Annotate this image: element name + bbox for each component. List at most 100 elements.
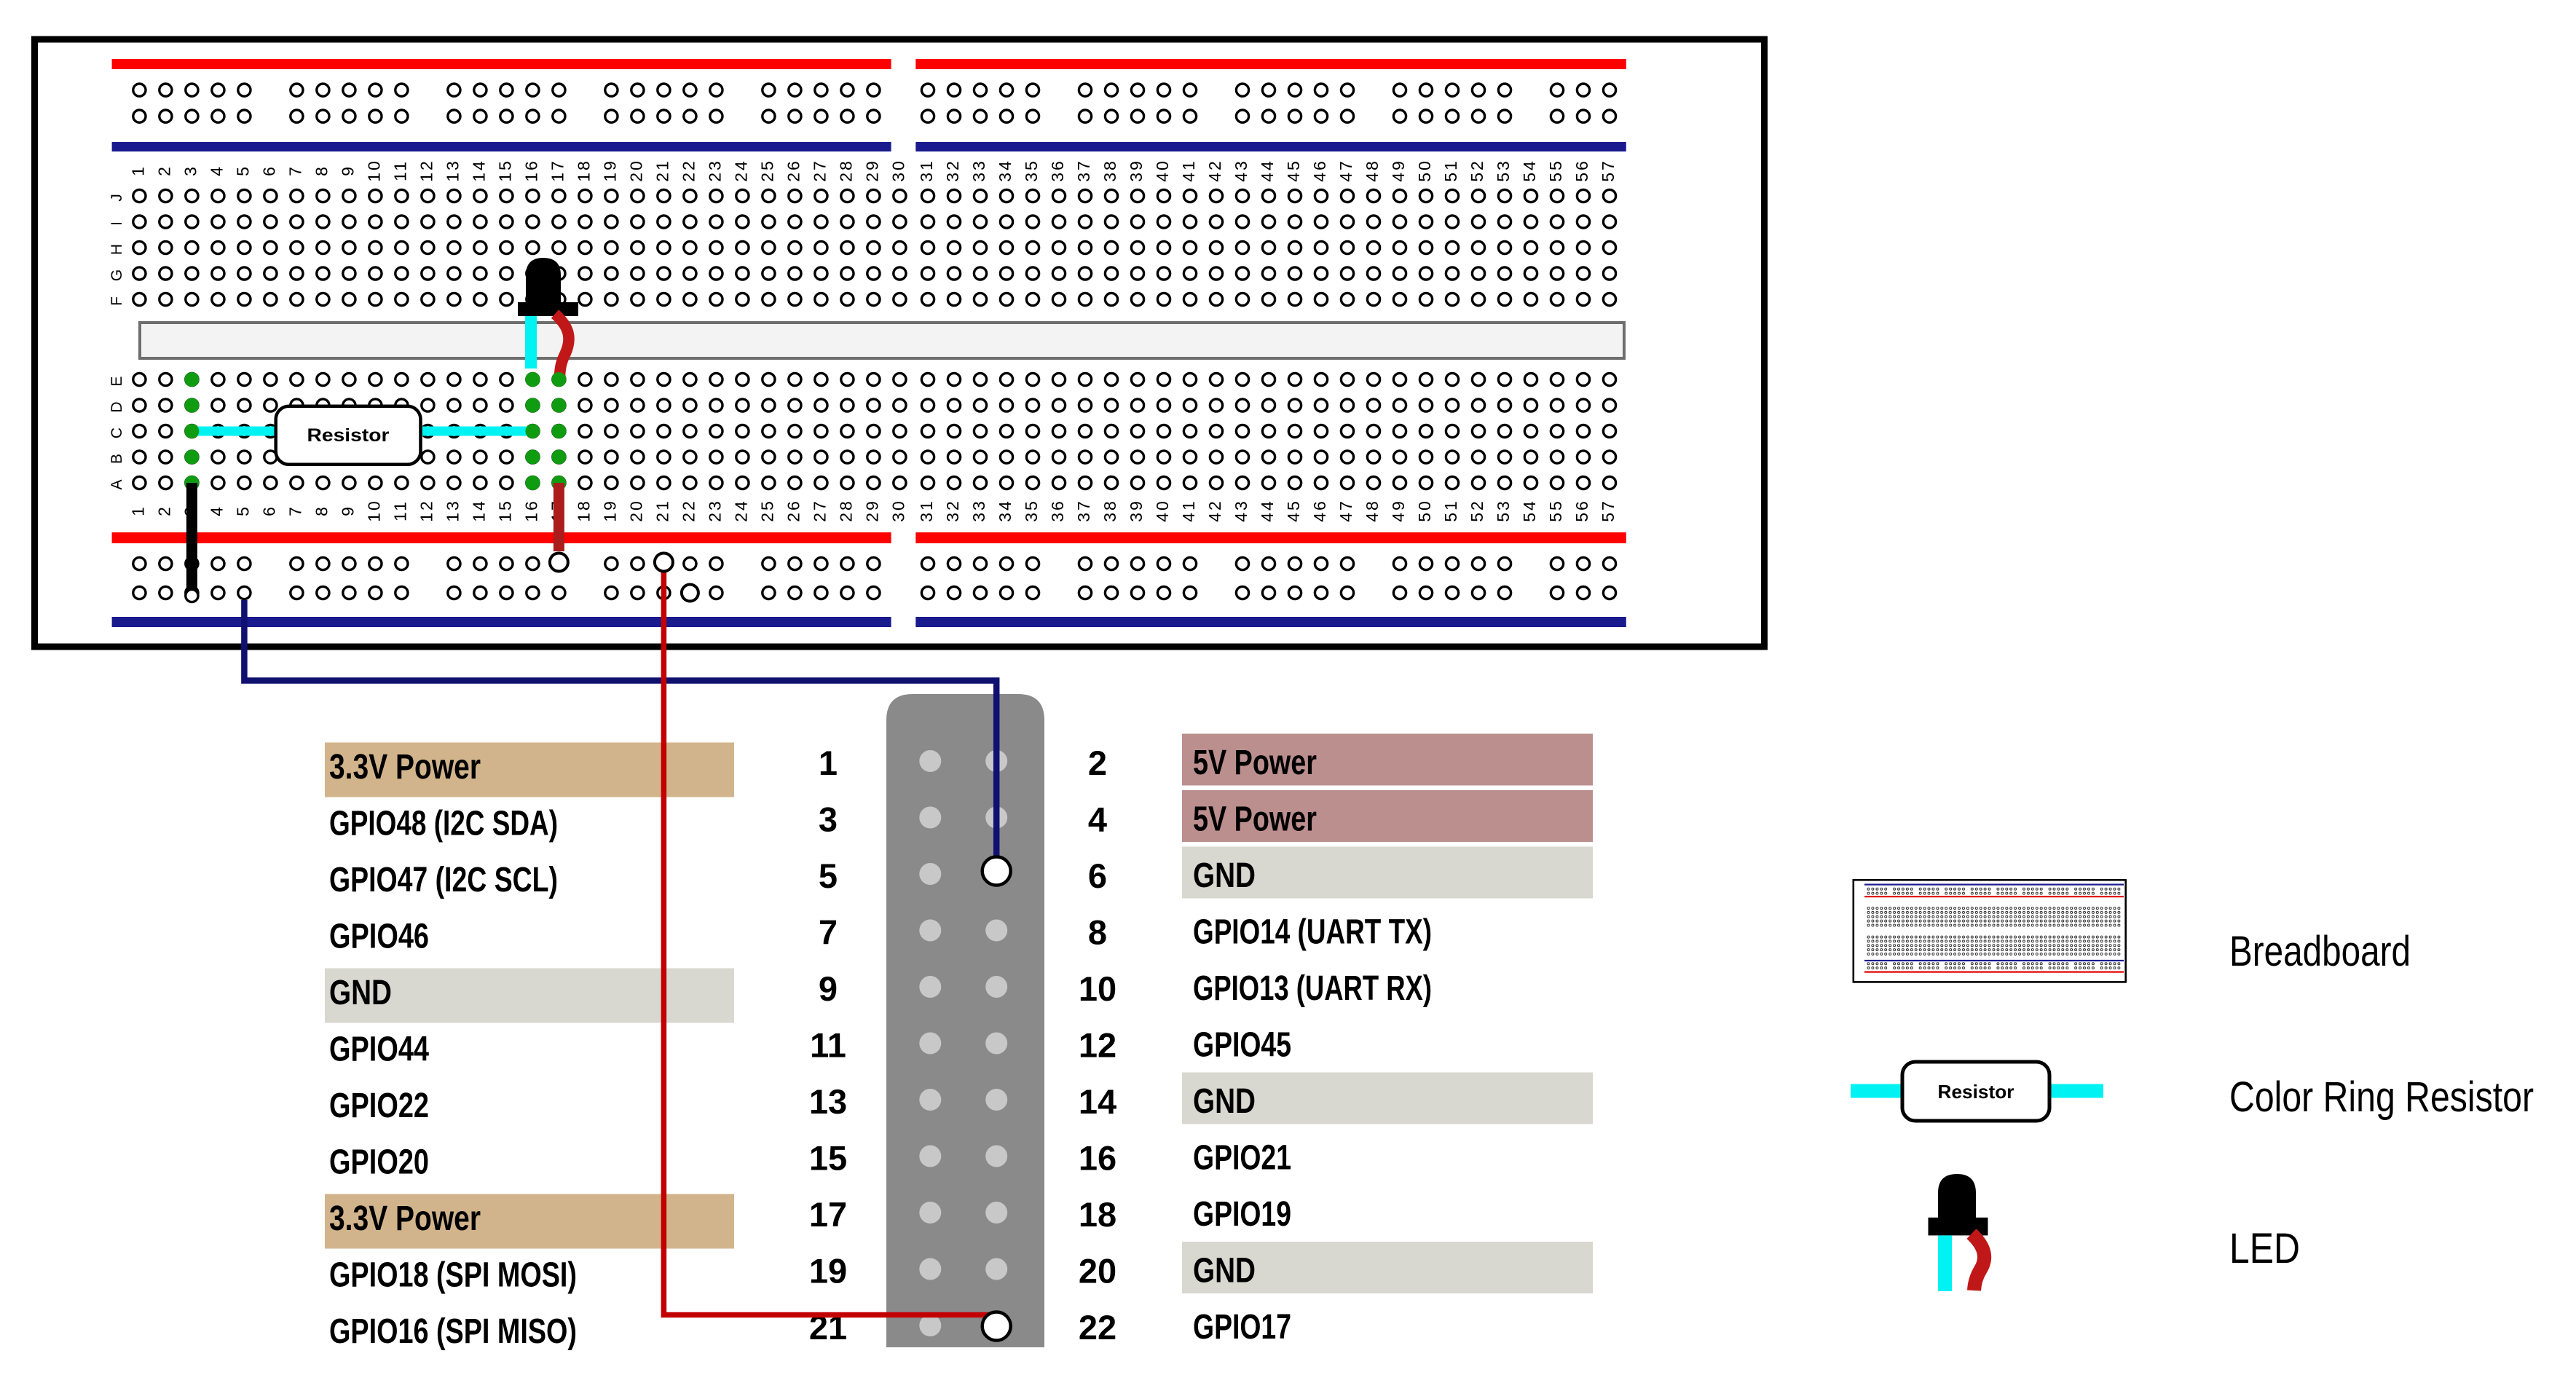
svg-text:Breadboard: Breadboard — [2229, 928, 2411, 975]
svg-text:21: 21 — [653, 499, 671, 522]
svg-text:23: 23 — [705, 499, 724, 522]
svg-text:10: 10 — [364, 159, 383, 182]
svg-text:48: 48 — [1363, 499, 1382, 522]
svg-text:3: 3 — [819, 800, 838, 839]
svg-text:18: 18 — [574, 159, 593, 182]
svg-text:36: 36 — [1048, 499, 1067, 522]
svg-text:15: 15 — [809, 1139, 847, 1178]
svg-text:30: 30 — [889, 159, 907, 182]
svg-text:17: 17 — [809, 1195, 847, 1234]
svg-text:51: 51 — [1441, 159, 1460, 182]
svg-text:53: 53 — [1494, 499, 1513, 522]
svg-text:4: 4 — [207, 505, 226, 516]
svg-text:41: 41 — [1179, 499, 1198, 522]
svg-text:GPIO18 (SPI MOSI): GPIO18 (SPI MOSI) — [329, 1256, 577, 1295]
svg-text:25: 25 — [757, 499, 776, 522]
svg-text:54: 54 — [1520, 159, 1539, 182]
svg-text:GPIO20: GPIO20 — [329, 1143, 429, 1182]
svg-text:49: 49 — [1389, 499, 1408, 522]
svg-text:19: 19 — [600, 159, 619, 182]
svg-text:19: 19 — [600, 499, 619, 522]
svg-text:GPIO16 (SPI MISO): GPIO16 (SPI MISO) — [329, 1312, 577, 1351]
svg-text:3.3V Power: 3.3V Power — [329, 748, 481, 787]
svg-text:45: 45 — [1284, 159, 1303, 182]
svg-text:GPIO48 (I2C SDA): GPIO48 (I2C SDA) — [329, 805, 558, 843]
svg-text:47: 47 — [1336, 499, 1355, 522]
svg-text:19: 19 — [809, 1252, 847, 1290]
svg-text:E: E — [109, 374, 125, 386]
svg-text:44: 44 — [1258, 159, 1277, 182]
svg-text:1: 1 — [128, 505, 147, 516]
svg-text:9: 9 — [338, 165, 357, 176]
svg-text:3.3V Power: 3.3V Power — [329, 1199, 481, 1238]
svg-text:50: 50 — [1415, 159, 1434, 182]
svg-text:8: 8 — [312, 505, 331, 516]
svg-text:48: 48 — [1363, 159, 1382, 182]
svg-text:32: 32 — [943, 159, 962, 182]
svg-text:J: J — [109, 192, 125, 202]
svg-text:20: 20 — [1079, 1252, 1116, 1290]
svg-text:14: 14 — [469, 159, 488, 182]
svg-text:Resistor: Resistor — [1938, 1081, 2014, 1103]
svg-text:43: 43 — [1232, 159, 1250, 182]
svg-text:52: 52 — [1468, 159, 1486, 182]
svg-text:GND: GND — [329, 974, 392, 1012]
svg-text:GPIO45: GPIO45 — [1193, 1026, 1291, 1065]
svg-text:53: 53 — [1494, 159, 1513, 182]
svg-text:32: 32 — [943, 499, 962, 522]
svg-text:13: 13 — [443, 159, 462, 182]
svg-text:LED: LED — [2229, 1225, 2300, 1272]
svg-text:5: 5 — [233, 165, 252, 176]
svg-text:GPIO47 (I2C SCL): GPIO47 (I2C SCL) — [329, 861, 558, 899]
svg-text:45: 45 — [1284, 499, 1303, 522]
svg-text:1: 1 — [819, 744, 838, 782]
svg-text:2: 2 — [154, 165, 173, 176]
svg-text:21: 21 — [653, 159, 671, 182]
svg-text:40: 40 — [1153, 159, 1172, 182]
svg-text:6: 6 — [259, 505, 278, 516]
svg-text:5V Power: 5V Power — [1193, 800, 1317, 839]
svg-text:29: 29 — [862, 499, 881, 522]
svg-text:50: 50 — [1415, 499, 1434, 522]
svg-text:42: 42 — [1205, 499, 1224, 522]
svg-text:33: 33 — [969, 159, 988, 182]
svg-text:12: 12 — [417, 159, 436, 182]
svg-text:25: 25 — [757, 159, 776, 182]
svg-text:27: 27 — [810, 499, 829, 522]
svg-text:7: 7 — [285, 505, 304, 516]
svg-text:I: I — [109, 219, 125, 226]
svg-text:56: 56 — [1572, 159, 1591, 182]
svg-text:GPIO13 (UART RX): GPIO13 (UART RX) — [1193, 969, 1432, 1008]
svg-text:GPIO19: GPIO19 — [1193, 1195, 1291, 1234]
svg-text:6: 6 — [1088, 856, 1107, 895]
svg-text:11: 11 — [810, 1026, 846, 1065]
svg-text:G: G — [109, 267, 125, 281]
svg-text:2: 2 — [154, 505, 173, 516]
svg-text:51: 51 — [1441, 499, 1460, 522]
svg-text:A: A — [109, 477, 125, 489]
svg-text:F: F — [109, 294, 125, 306]
svg-text:37: 37 — [1074, 499, 1093, 522]
svg-text:5: 5 — [819, 856, 838, 895]
svg-text:39: 39 — [1127, 499, 1146, 522]
svg-text:H: H — [109, 242, 125, 255]
svg-text:44: 44 — [1258, 499, 1277, 522]
svg-text:27: 27 — [810, 159, 829, 182]
svg-text:22: 22 — [1079, 1308, 1116, 1347]
svg-text:18: 18 — [1079, 1195, 1116, 1234]
svg-text:35: 35 — [1022, 499, 1041, 522]
svg-text:31: 31 — [917, 499, 936, 522]
svg-text:1: 1 — [128, 165, 147, 176]
svg-text:37: 37 — [1074, 159, 1093, 182]
svg-text:C: C — [109, 425, 125, 438]
svg-text:16: 16 — [521, 159, 540, 182]
svg-text:26: 26 — [784, 159, 803, 182]
svg-text:17: 17 — [548, 159, 567, 182]
svg-text:13: 13 — [443, 499, 462, 522]
svg-text:GND: GND — [1193, 1082, 1256, 1121]
svg-text:28: 28 — [836, 499, 855, 522]
svg-text:57: 57 — [1599, 499, 1618, 522]
svg-text:16: 16 — [521, 499, 540, 522]
svg-text:46: 46 — [1310, 159, 1329, 182]
svg-text:Color Ring Resistor: Color Ring Resistor — [2229, 1073, 2534, 1121]
